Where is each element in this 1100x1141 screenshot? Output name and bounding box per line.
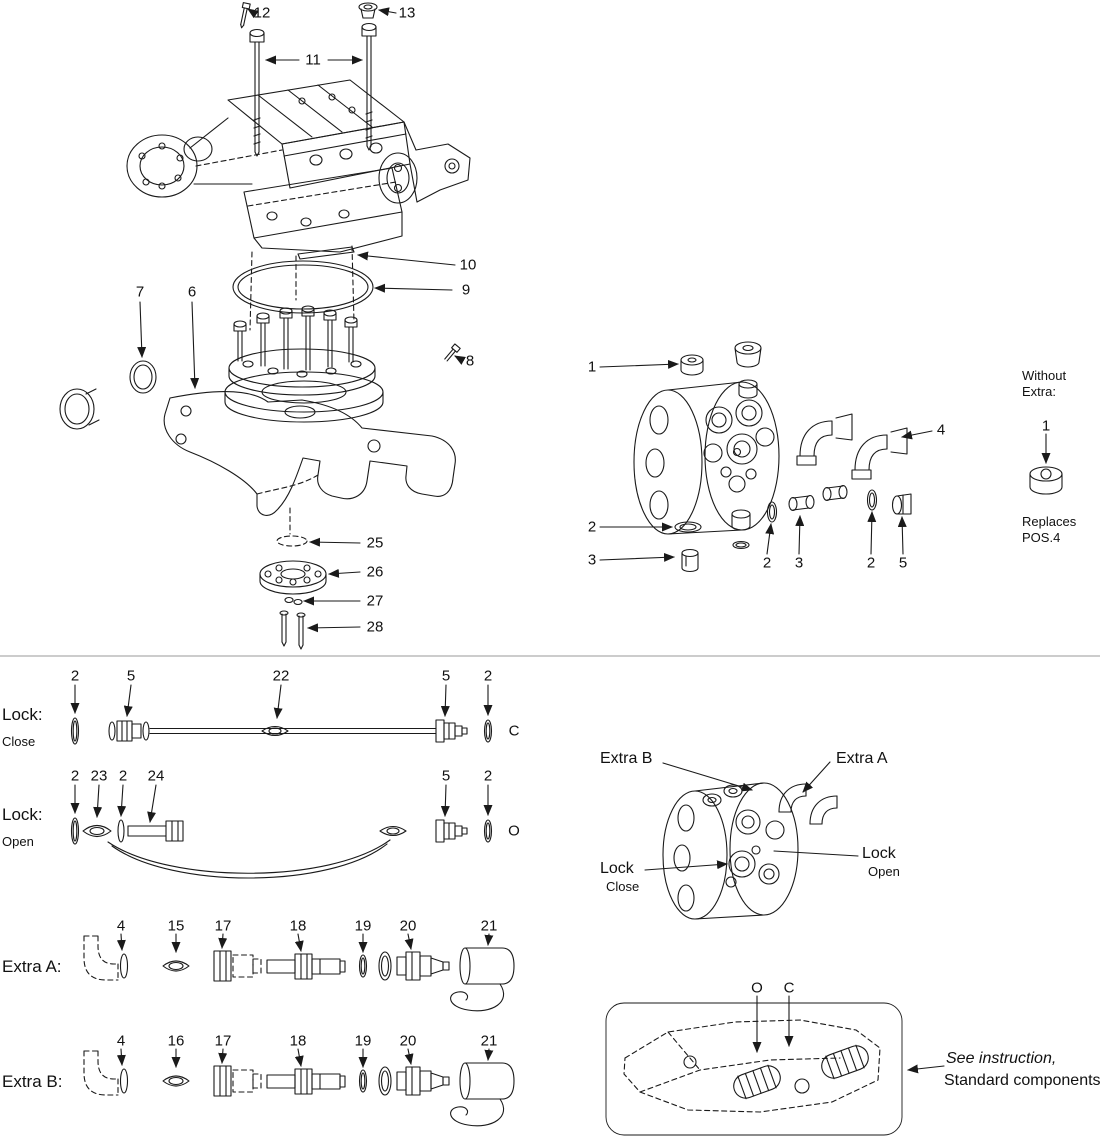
swivel-label-lock-open-line2: Open bbox=[868, 864, 900, 879]
lock-open-callout-23: 23 bbox=[90, 767, 108, 785]
extra-b-row-drawing bbox=[84, 1049, 514, 1126]
lock-close-callout-5b: 5 bbox=[441, 667, 451, 685]
replaces-note-line1: Replaces bbox=[1022, 514, 1077, 529]
extra-b-callout-18: 18 bbox=[289, 1032, 307, 1050]
extra-a-label: Extra A: bbox=[2, 957, 62, 976]
lock-close-callout-22: 22 bbox=[272, 667, 290, 685]
callout-3a: 3 bbox=[587, 551, 597, 569]
upper-swivel-drawing bbox=[599, 341, 933, 573]
lock-close-row-drawing bbox=[70, 684, 493, 745]
extra-b-callout-17: 17 bbox=[214, 1032, 232, 1050]
instruction-port-c: C bbox=[783, 979, 795, 997]
callout-27: 27 bbox=[366, 592, 384, 610]
upper-valve-assembly-drawing bbox=[59, 2, 471, 650]
swivel-label-lock-close-line1: Lock bbox=[600, 860, 634, 877]
lock-open-state: Open bbox=[2, 834, 34, 849]
swivel-label-lock-open-line1: Lock bbox=[862, 845, 896, 862]
extra-a-callout-19: 19 bbox=[354, 917, 372, 935]
callout-2c: 2 bbox=[866, 554, 876, 572]
instruction-box-drawing bbox=[605, 995, 945, 1136]
callout-5: 5 bbox=[898, 554, 908, 572]
lock-open-row-drawing bbox=[70, 784, 493, 879]
port-letter-o: O bbox=[508, 822, 520, 840]
replaces-note-line2: POS.4 bbox=[1022, 530, 1061, 545]
flange-studs bbox=[233, 305, 358, 371]
extra-a-callout-4: 4 bbox=[116, 917, 126, 935]
callout-26: 26 bbox=[366, 563, 384, 581]
instruction-note-line1: See instruction, bbox=[946, 1050, 1057, 1067]
lock-close-label: Lock: bbox=[2, 705, 43, 724]
callout-12: 12 bbox=[253, 4, 271, 22]
callout-3b: 3 bbox=[794, 554, 804, 572]
extra-a-callout-15: 15 bbox=[167, 917, 185, 935]
port-letter-c: C bbox=[508, 722, 520, 740]
lock-open-callout-2b: 2 bbox=[118, 767, 128, 785]
swivel-label-extra-b: Extra B bbox=[600, 750, 653, 767]
extra-a-row-drawing bbox=[83, 933, 515, 1012]
lock-open-label: Lock: bbox=[2, 805, 43, 824]
extra-b-label: Extra B: bbox=[2, 1072, 63, 1091]
extra-a-callout-20: 20 bbox=[399, 917, 417, 935]
instruction-port-o: O bbox=[751, 979, 763, 997]
lock-close-state: Close bbox=[2, 734, 36, 749]
callout-10: 10 bbox=[459, 256, 477, 274]
lock-open-callout-24: 24 bbox=[147, 767, 165, 785]
instruction-note-line2: Standard components bbox=[944, 1072, 1100, 1089]
callout-28: 28 bbox=[366, 618, 384, 636]
extra-b-callout-19: 19 bbox=[354, 1032, 372, 1050]
without-extra-callout-1: 1 bbox=[1041, 417, 1051, 435]
callout-4: 4 bbox=[936, 421, 946, 439]
swivel-label-extra-a: Extra A bbox=[836, 750, 888, 767]
lower-swivel-drawing bbox=[644, 761, 859, 920]
extra-a-callout-21: 21 bbox=[480, 917, 498, 935]
extra-a-callout-18: 18 bbox=[289, 917, 307, 935]
swivel-label-lock-close-line2: Close bbox=[606, 879, 640, 894]
lock-open-callout-2a: 2 bbox=[70, 767, 80, 785]
lock-close-callout-5a: 5 bbox=[126, 667, 136, 685]
callout-2a: 2 bbox=[587, 518, 597, 536]
callout-9: 9 bbox=[461, 281, 471, 299]
callout-11: 11 bbox=[305, 51, 321, 69]
callout-1: 1 bbox=[587, 358, 597, 376]
without-extra-title-line2: Extra: bbox=[1022, 384, 1056, 399]
without-extra-drawing bbox=[1029, 433, 1063, 495]
extra-b-callout-4: 4 bbox=[116, 1032, 126, 1050]
lock-open-callout-2c: 2 bbox=[483, 767, 493, 785]
extra-a-callout-17: 17 bbox=[214, 917, 232, 935]
callout-7: 7 bbox=[135, 283, 145, 301]
lock-close-callout-2b: 2 bbox=[483, 667, 493, 685]
callout-6: 6 bbox=[187, 283, 197, 301]
lock-open-callout-5: 5 bbox=[441, 767, 451, 785]
callout-13: 13 bbox=[398, 4, 416, 22]
extra-b-callout-16: 16 bbox=[167, 1032, 185, 1050]
callout-8: 8 bbox=[465, 352, 475, 370]
extra-b-callout-21: 21 bbox=[480, 1032, 498, 1050]
lock-close-callout-2a: 2 bbox=[70, 667, 80, 685]
without-extra-title-line1: Without bbox=[1022, 368, 1067, 383]
callout-25: 25 bbox=[366, 534, 384, 552]
extra-b-callout-20: 20 bbox=[399, 1032, 417, 1050]
callout-2b: 2 bbox=[762, 554, 772, 572]
